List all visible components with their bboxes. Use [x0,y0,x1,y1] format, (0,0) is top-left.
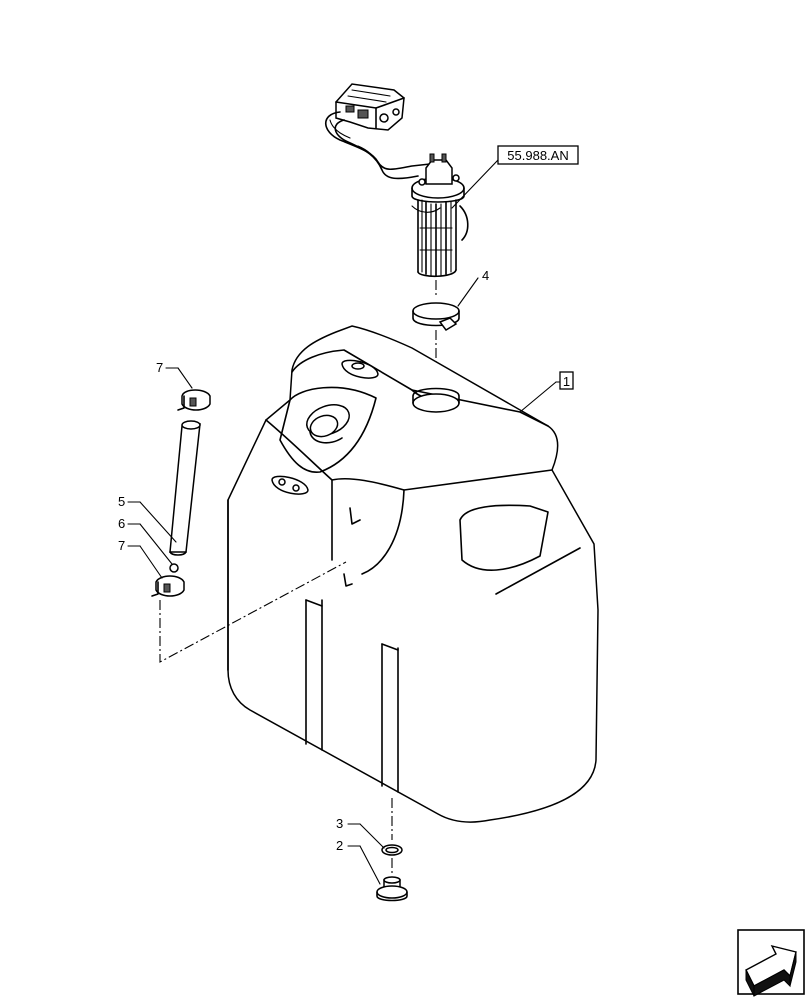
reference-code-label: 55.988.AN [507,148,568,163]
hose-connection-line [159,561,347,663]
label-item-3: 3 [336,816,343,831]
label-item-2: 2 [336,838,343,853]
band-clamp: 4 [412,268,489,331]
label-item-4: 4 [482,268,489,283]
sender-unit-assembly [324,83,469,278]
drain-hose-assembly: 7 5 6 7 [118,360,347,663]
label-item-7-bottom: 7 [118,538,125,553]
label-item-6: 6 [118,516,125,531]
label-item-1: 1 [563,374,570,389]
fluid-tank: 1 [227,325,599,823]
label-item-5: 5 [118,494,125,509]
next-page-arrow-icon[interactable] [737,929,805,997]
reference-callout: 55.988.AN [451,145,579,209]
drain-plug-assembly: 3 2 [336,798,408,902]
label-item-7-top: 7 [156,360,163,375]
